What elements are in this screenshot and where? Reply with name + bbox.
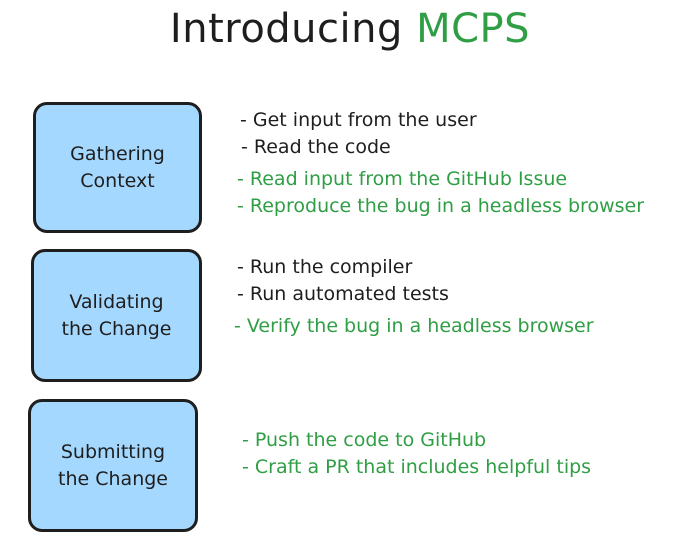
- bullet-item: - Read the code: [241, 136, 391, 158]
- title-main: Introducing: [169, 6, 403, 52]
- bullet-item: - Verify the bug in a headless browser: [234, 315, 594, 337]
- bullet-item: - Get input from the user: [240, 109, 477, 131]
- stage-box-validating-the-change: Validating the Change: [31, 249, 202, 382]
- bullet-item: - Run the compiler: [237, 256, 413, 278]
- diagram-title: Introducing MCPS: [0, 6, 700, 52]
- stage-1-bullets: - Get input from the user - Read the cod…: [237, 107, 645, 220]
- stage-box-submitting-the-change: Submitting the Change: [28, 399, 198, 532]
- bullet-item: - Reproduce the bug in a headless browse…: [237, 195, 645, 217]
- title-highlight: MCPS: [416, 6, 531, 52]
- stage-2-bullets: - Run the compiler - Run automated tests…: [234, 254, 594, 340]
- stage-3-bullets: - Push the code to GitHub - Craft a PR t…: [242, 427, 591, 481]
- bullet-item: - Run automated tests: [237, 283, 449, 305]
- bullet-item: - Push the code to GitHub: [242, 429, 487, 451]
- stage-box-gathering-context: Gathering Context: [33, 102, 202, 233]
- bullet-item: - Read input from the GitHub Issue: [237, 168, 568, 190]
- bullet-item: - Craft a PR that includes helpful tips: [242, 456, 592, 478]
